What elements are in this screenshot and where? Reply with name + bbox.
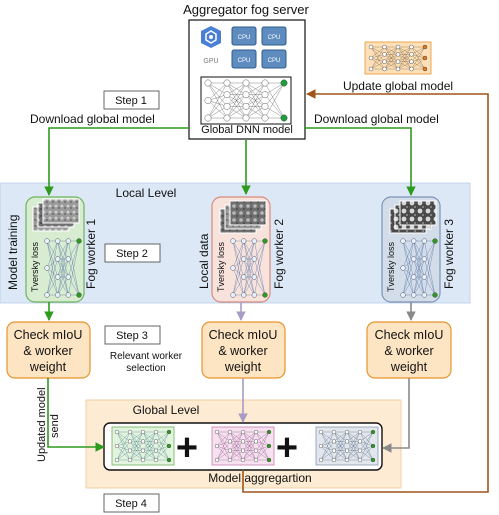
aggregation-label: Model aggregartion bbox=[208, 471, 311, 485]
step2-box bbox=[104, 243, 161, 263]
cpu-chip-3: CPU bbox=[231, 49, 257, 69]
svg-text:& worker: & worker bbox=[23, 344, 72, 358]
plus-sign-1: + bbox=[176, 427, 198, 469]
svg-text:weight: weight bbox=[29, 360, 67, 374]
worker1-data-images bbox=[32, 198, 80, 232]
svg-text:Check mIoU: Check mIoU bbox=[14, 328, 83, 342]
step1-box bbox=[103, 90, 160, 110]
svg-text:& worker: & worker bbox=[384, 344, 433, 358]
update-global-model-label: Update global model bbox=[343, 79, 453, 93]
download-arrow-worker1 bbox=[44, 127, 190, 196]
svg-text:weight: weight bbox=[390, 360, 428, 374]
worker2-loss-label: Tversky loss bbox=[216, 241, 226, 292]
fog-worker-1-label: Fog worker 1 bbox=[84, 219, 98, 289]
worker3-loss-label: Tversky loss bbox=[386, 241, 396, 292]
worker1-to-aggregation-arrow bbox=[47, 378, 105, 452]
step2-label: Step 2 bbox=[116, 248, 148, 260]
gpu-icon bbox=[201, 26, 221, 48]
check-miou-box-1: Check mIoU & worker weight bbox=[6, 321, 91, 379]
worker3-data-images bbox=[389, 200, 437, 234]
fog-worker-3-label: Fog worker 3 bbox=[442, 219, 456, 289]
local-level-title: Local Level bbox=[116, 186, 177, 200]
svg-text:CPU: CPU bbox=[238, 35, 251, 41]
plus-sign-2: + bbox=[276, 427, 298, 469]
svg-text:CPU: CPU bbox=[238, 58, 251, 64]
step4-box bbox=[103, 493, 160, 513]
local-data-label: Local data bbox=[197, 233, 211, 289]
worker3-network bbox=[400, 238, 438, 298]
global-dnn-diagram bbox=[204, 79, 288, 122]
fog-worker-2-label: Fog worker 2 bbox=[272, 219, 286, 289]
server-title: Aggregator fog server bbox=[183, 2, 309, 17]
download-arrow-worker3 bbox=[304, 127, 416, 196]
model-training-label: Model training bbox=[6, 215, 20, 290]
update-model-thumbnail bbox=[364, 41, 432, 75]
step4-label: Step 4 bbox=[115, 498, 147, 510]
aggregation-model-1 bbox=[111, 426, 175, 466]
worker1-loss-label: Tversky loss bbox=[30, 241, 40, 292]
updated-model-label-line1: Updated model bbox=[36, 387, 48, 462]
svg-text:CPU: CPU bbox=[268, 35, 281, 41]
svg-text:weight: weight bbox=[224, 360, 262, 374]
step1-label: Step 1 bbox=[115, 95, 147, 107]
svg-text:Check mIoU: Check mIoU bbox=[209, 328, 278, 342]
worker1-network bbox=[44, 238, 82, 298]
cpu-chip-2: CPU bbox=[261, 26, 287, 46]
worker2-data-images bbox=[219, 200, 267, 234]
gpu-label: GPU bbox=[203, 58, 218, 65]
relevant-selection-line1: Relevant worker bbox=[110, 351, 183, 362]
step3-box bbox=[104, 325, 161, 345]
check-miou-box-2: Check mIoU & worker weight bbox=[201, 321, 286, 379]
cpu-chip-4: CPU bbox=[261, 49, 287, 69]
relevant-selection-line2: selection bbox=[126, 363, 165, 374]
svg-text:Check mIoU: Check mIoU bbox=[375, 328, 444, 342]
download-right-label: Download global model bbox=[314, 112, 439, 126]
update-global-model-arrow bbox=[242, 89, 489, 493]
updated-model-label-line2: send bbox=[49, 414, 61, 438]
svg-text:& worker: & worker bbox=[218, 344, 267, 358]
global-dnn-label: Global DNN model bbox=[201, 124, 293, 136]
aggregation-model-2 bbox=[211, 426, 275, 466]
worker2-network bbox=[230, 238, 268, 298]
worker3-to-aggregation-arrow bbox=[382, 378, 410, 453]
download-left-label: Download global model bbox=[30, 112, 155, 126]
global-level-title: Global Level bbox=[133, 403, 200, 417]
aggregation-model-3 bbox=[315, 426, 379, 466]
step3-label: Step 3 bbox=[116, 330, 148, 342]
check-miou-box-3: Check mIoU & worker weight bbox=[366, 321, 452, 379]
svg-text:CPU: CPU bbox=[268, 58, 281, 64]
cpu-chip-1: CPU bbox=[231, 26, 257, 46]
